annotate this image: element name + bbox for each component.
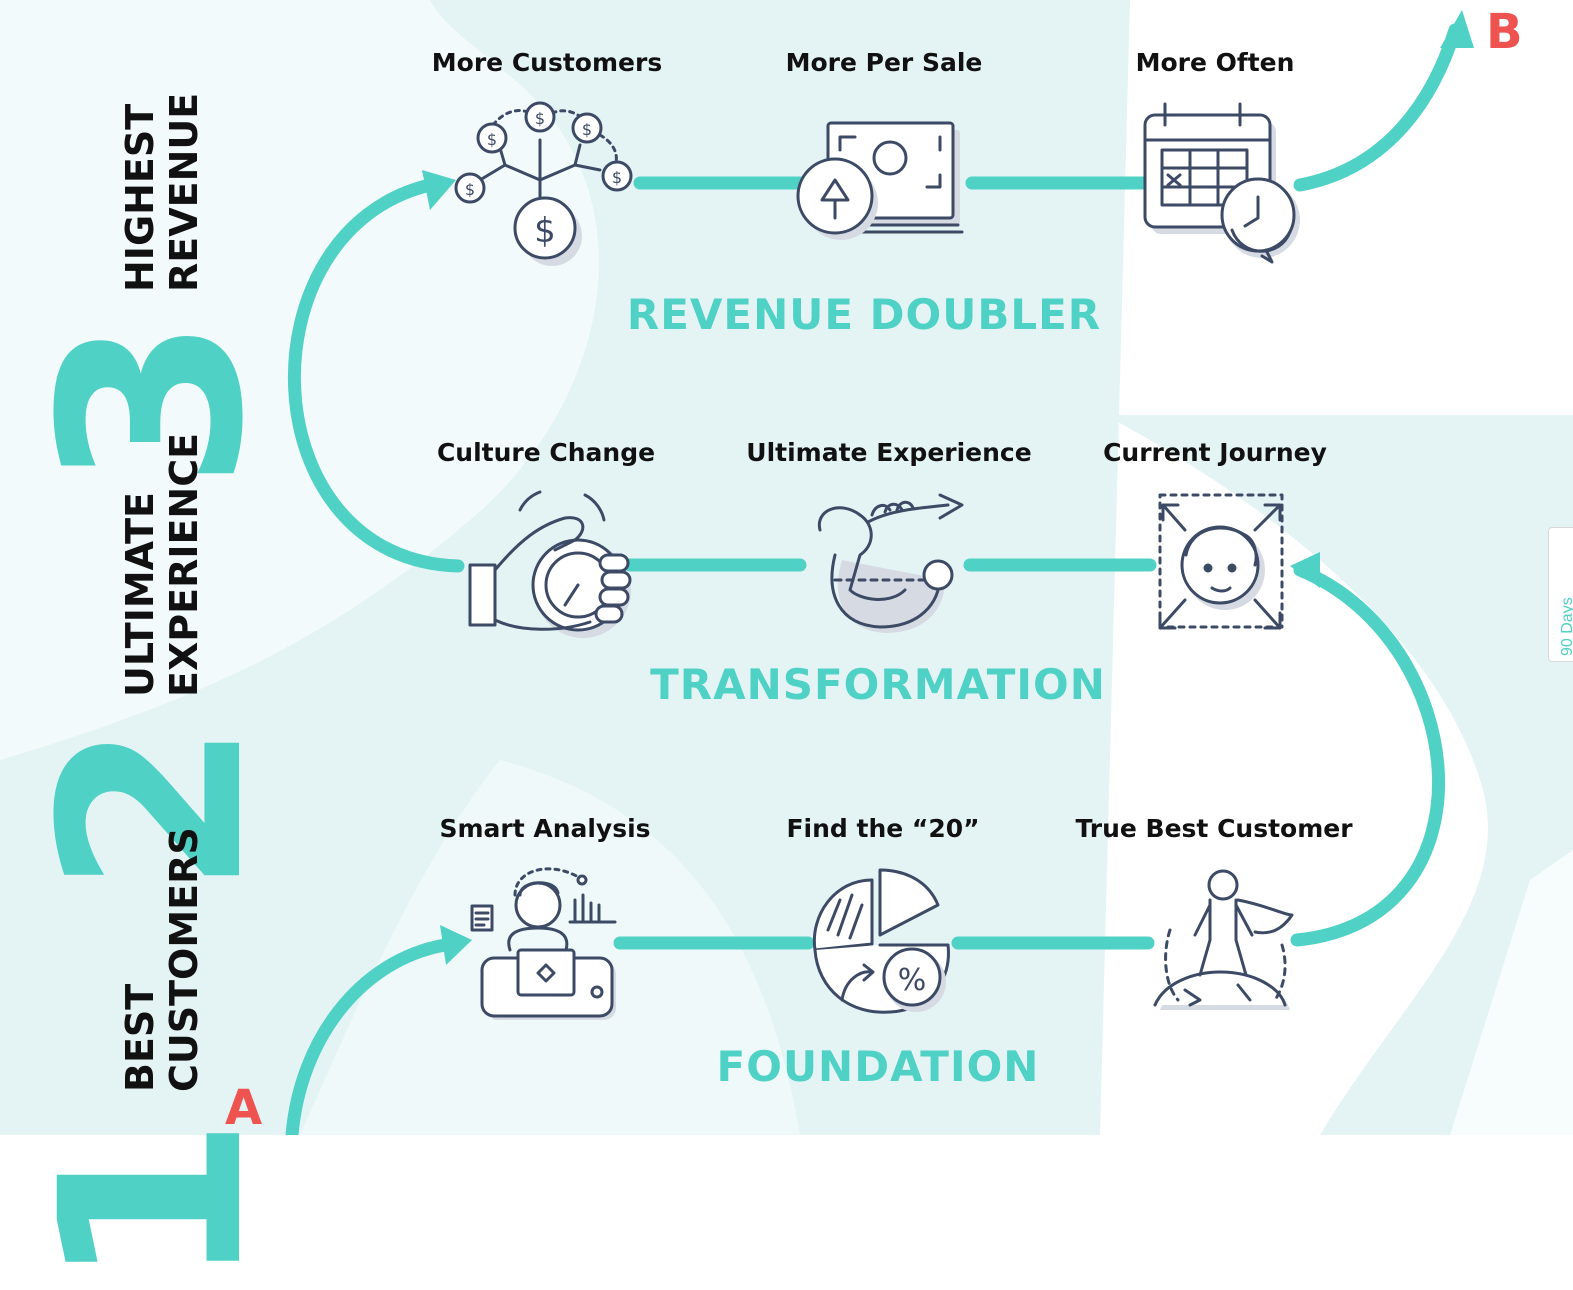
step-label-find-the-20: Find the “20” xyxy=(786,814,980,843)
phase-title-foundation: FOUNDATION xyxy=(716,1042,1040,1091)
endpoint-start-label: A xyxy=(225,1080,263,1136)
background-swoosh-right xyxy=(1105,415,1573,1135)
stage-label-3: HIGHEST REVENUE xyxy=(118,93,206,292)
path-start-arc xyxy=(285,938,452,1135)
cash-increase-icon xyxy=(796,121,964,240)
stage-label-3-line2: REVENUE xyxy=(162,92,206,292)
money-network-icon: $ $ $ $ $ $ xyxy=(454,101,633,266)
journey-path xyxy=(285,10,1474,1135)
step-label-more-per-sale: More Per Sale xyxy=(785,48,983,77)
path-left-loop xyxy=(287,178,465,573)
svg-text:$: $ xyxy=(534,211,556,251)
path-end-arc xyxy=(1293,23,1462,192)
stage-label-2: ULTIMATE EXPERIENCE xyxy=(118,433,206,697)
step-label-true-best-customer: True Best Customer xyxy=(1075,814,1353,843)
stage-label-2-line2: EXPERIENCE xyxy=(162,432,206,697)
svg-text:$: $ xyxy=(465,180,475,199)
flexed-arm-icon xyxy=(817,493,964,633)
phase-title-transformation: TRANSFORMATION xyxy=(650,660,1106,709)
stage-number-1: 1 xyxy=(7,1116,298,1290)
step-label-more-often: More Often xyxy=(1135,48,1295,77)
background-swoosh-bottom xyxy=(300,760,800,1135)
svg-text:$: $ xyxy=(612,168,622,187)
arrowhead-current-journey xyxy=(1290,552,1320,588)
svg-text:$: $ xyxy=(535,109,545,128)
analyst-laptop-icon xyxy=(470,867,617,1020)
arrowhead-end xyxy=(1440,10,1474,48)
arrowhead-more-customers xyxy=(422,170,456,210)
svg-text:%: % xyxy=(898,963,927,998)
phase-title-revenue-doubler: REVENUE DOUBLER xyxy=(626,290,1102,339)
stage-label-1-line2: CUSTOMERS xyxy=(162,827,206,1092)
step-label-culture-change: Culture Change xyxy=(436,438,656,467)
step-label-current-journey: Current Journey xyxy=(1103,438,1327,467)
hand-stopwatch-icon xyxy=(468,490,632,638)
endpoint-end-label: B xyxy=(1486,4,1523,60)
calendar-repeat-icon xyxy=(1143,102,1300,264)
step-label-smart-analysis: Smart Analysis xyxy=(439,814,651,843)
step-label-more-customers: More Customers xyxy=(431,48,663,77)
background-white-right xyxy=(1450,850,1573,1135)
hero-icon xyxy=(1153,869,1294,1010)
side-tab-label: 90 Days xyxy=(1559,597,1573,656)
face-arrows-icon xyxy=(1158,493,1284,630)
svg-text:$: $ xyxy=(487,130,497,149)
svg-text:$: $ xyxy=(582,120,592,139)
pie-percent-icon: % xyxy=(812,868,950,1014)
stage-label-3-line1: HIGHEST xyxy=(118,103,162,292)
stage-label-1: BEST CUSTOMERS xyxy=(118,827,206,1092)
stage-label-1-line1: BEST xyxy=(118,983,162,1092)
path-right-loop xyxy=(1290,563,1445,947)
step-icons: $ $ $ $ $ $ xyxy=(454,101,1300,1020)
step-label-ultimate-experience: Ultimate Experience xyxy=(746,438,1032,467)
side-tab[interactable]: 90 Days xyxy=(1548,527,1573,662)
arrowhead-smart-analysis xyxy=(440,925,472,965)
stage-label-2-line1: ULTIMATE xyxy=(118,492,162,697)
